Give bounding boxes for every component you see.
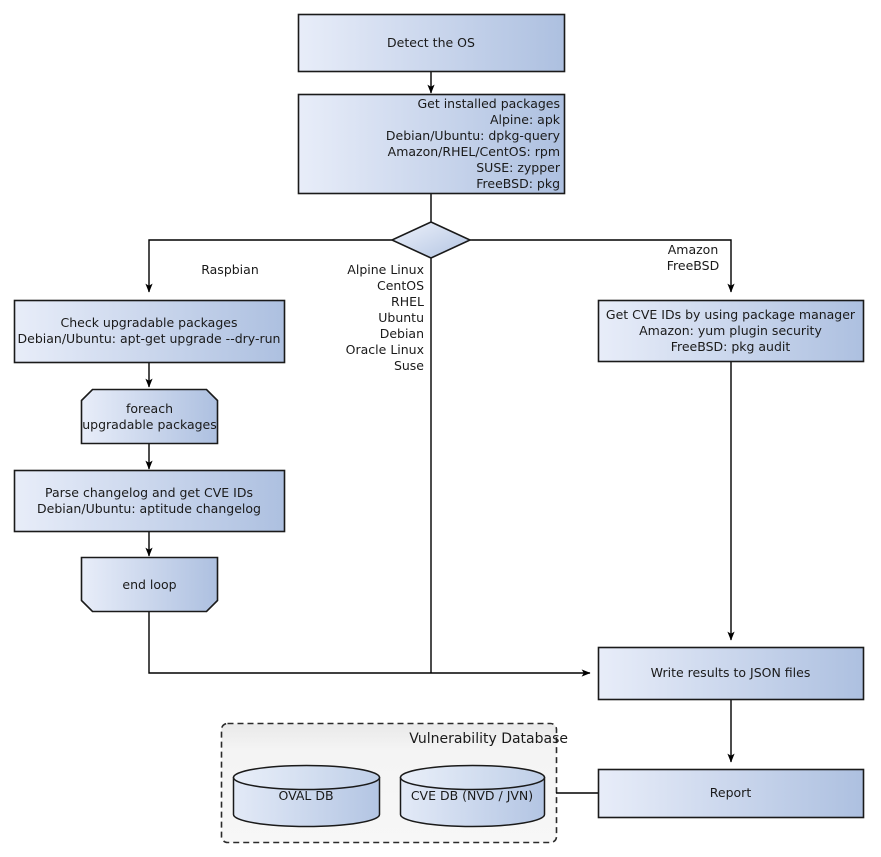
node-write-results — [597, 646, 865, 701]
flowchart-connectors — [145, 72, 735, 794]
node-get-installed-packages — [297, 93, 566, 195]
node-os-decision — [390, 221, 472, 259]
node-foreach-loop — [80, 388, 219, 445]
node-check-upgradable — [13, 299, 286, 364]
node-detect-os — [297, 13, 566, 73]
edge-label-middle-distros: Alpine Linux CentOS RHEL Ubuntu Debian O… — [345, 262, 424, 373]
node-oval-db — [232, 764, 381, 828]
edge-label-raspbian: Raspbian — [201, 262, 259, 277]
node-end-loop — [80, 556, 219, 613]
node-parse-changelog — [13, 469, 286, 533]
vulnerability-database-title: Vulnerability Database — [409, 731, 568, 747]
node-get-cve-ids — [597, 299, 865, 363]
edge-label-amazon-freebsd: Amazon FreeBSD — [666, 242, 720, 273]
node-cve-db — [399, 764, 546, 828]
node-report — [597, 768, 865, 819]
